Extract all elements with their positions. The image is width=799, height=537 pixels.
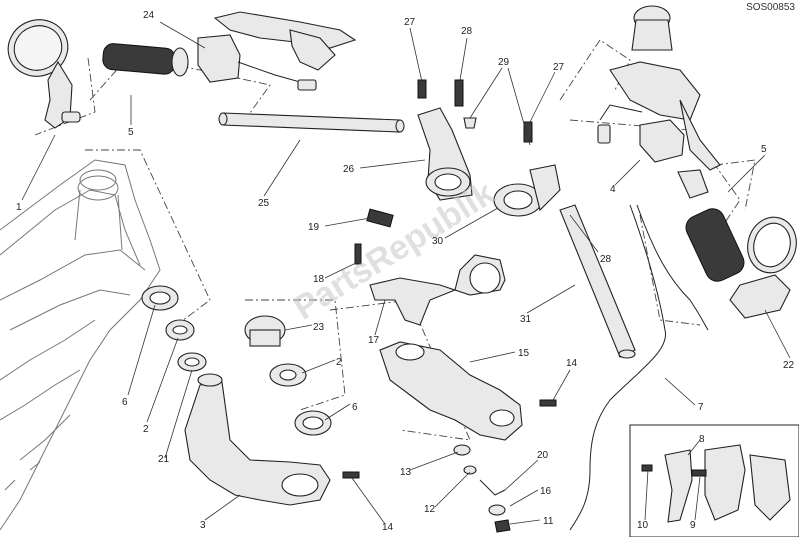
right-controls [597, 5, 721, 171]
callout-labels: 1 2 2 3 4 5 5 6 6 7 8 9 10 11 12 13 14 1… [16, 10, 795, 533]
handlebar-tube-left [218, 112, 405, 133]
steering-stack-left [141, 285, 207, 372]
callout-16: 16 [540, 486, 552, 497]
callout-11: 11 [543, 516, 554, 527]
left-switch-and-lever [197, 11, 357, 91]
callout-22: 22 [783, 360, 795, 371]
callout-4: 4 [610, 184, 616, 195]
drawing-code: SOS00853 [746, 2, 795, 13]
callout-21: 21 [158, 454, 170, 465]
bolts-14 [342, 399, 557, 479]
throttle-cable [569, 204, 709, 531]
callout-28: 28 [600, 254, 612, 265]
handlebar-clamp-left [417, 107, 473, 201]
watermark-text: PartsRepublik [287, 174, 501, 327]
callout-28: 28 [461, 26, 473, 37]
lower-yoke [184, 373, 331, 506]
callout-2: 2 [143, 424, 149, 435]
inset-detail [629, 424, 799, 537]
callout-31: 31 [520, 314, 532, 325]
callout-18: 18 [313, 274, 325, 285]
callout-9: 9 [690, 520, 696, 531]
callout-1: 1 [16, 202, 22, 213]
steering-stack-middle [244, 315, 332, 436]
callout-14: 14 [382, 522, 394, 533]
callout-13: 13 [400, 467, 412, 478]
upper-yoke [379, 341, 523, 441]
callout-19: 19 [308, 222, 320, 233]
grip-left [102, 43, 189, 77]
callout-7: 7 [698, 402, 704, 413]
callout-27: 27 [404, 17, 416, 28]
handlebar-clamp-right [493, 164, 561, 217]
callout-5: 5 [128, 127, 134, 138]
callout-12: 12 [424, 504, 436, 515]
callout-24: 24 [143, 10, 155, 21]
small-hardware [453, 444, 511, 533]
callout-25: 25 [258, 198, 270, 209]
callout-14: 14 [566, 358, 578, 369]
callout-17: 17 [368, 335, 380, 346]
bolts-top [417, 79, 533, 143]
callout-23: 23 [313, 322, 325, 333]
callout-10: 10 [637, 520, 649, 531]
callout-6: 6 [122, 397, 128, 408]
callout-8: 8 [699, 434, 705, 445]
callout-15: 15 [518, 348, 530, 359]
callout-26: 26 [343, 164, 355, 175]
mirror-left [7, 19, 81, 129]
callout-30: 30 [432, 236, 444, 247]
frame-outline [0, 159, 161, 531]
callout-2: 2 [336, 357, 342, 368]
callout-20: 20 [537, 450, 549, 461]
instrument-bracket [354, 208, 506, 326]
grip-and-mirror-right [677, 169, 797, 319]
callout-6: 6 [352, 402, 358, 413]
callout-3: 3 [200, 520, 206, 531]
callout-5: 5 [761, 144, 767, 155]
callout-29: 29 [498, 57, 510, 68]
leader-lines [21, 21, 791, 525]
handlebar-tube-right [559, 204, 636, 359]
callout-27: 27 [553, 62, 565, 73]
